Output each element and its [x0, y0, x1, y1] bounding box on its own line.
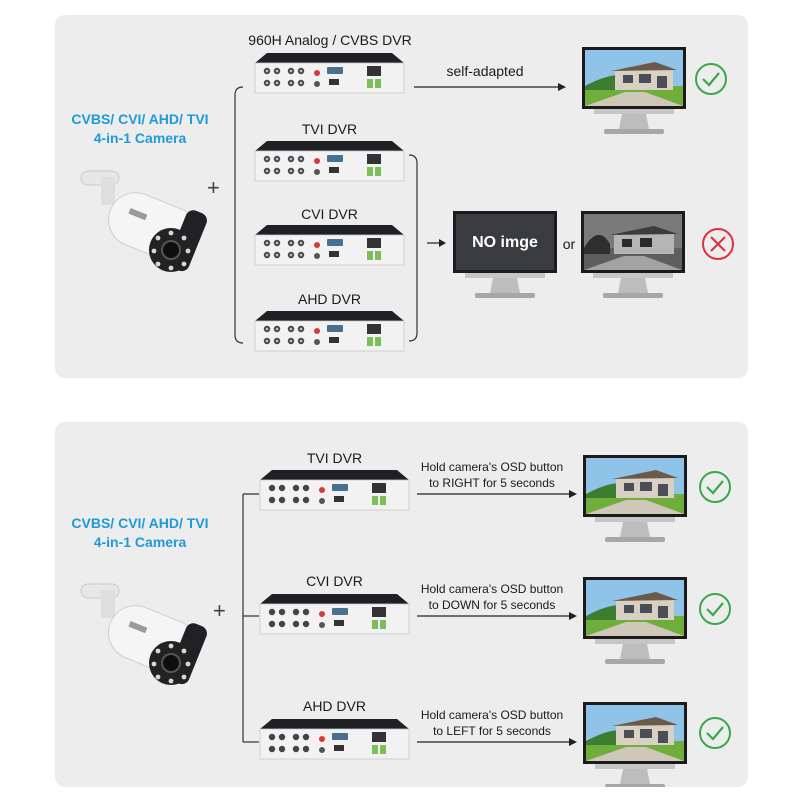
osd-instruction-line: Hold camera's OSD button [420, 460, 564, 474]
camera-type-line: CVBS/ CVI/ AHD/ TVI [71, 111, 209, 127]
dvr-label: AHD DVR [302, 698, 366, 714]
right-bracket [408, 154, 418, 342]
dvr-recorder-icon [259, 469, 410, 511]
dvr-recorder-icon [259, 718, 410, 760]
osd-instruction-line: Hold camera's OSD button [420, 708, 564, 722]
dvr-recorder-icon [254, 224, 405, 266]
no-image-screen [456, 214, 554, 270]
camera-type-label: CVBS/ CVI/ AHD/ TVI 4-in-1 Camera [55, 110, 225, 148]
arrow-head [439, 239, 446, 247]
arrow-head [569, 738, 577, 746]
check-circle-icon [695, 63, 727, 95]
house-image [586, 580, 684, 636]
dvr-recorder-icon [254, 310, 405, 352]
house-image [586, 458, 684, 514]
dvr-recorder-icon [259, 593, 410, 635]
osd-instruction-line: to DOWN for 5 seconds [428, 598, 556, 612]
dvr-recorder-icon [254, 140, 405, 182]
camera-type-line: CVBS/ CVI/ AHD/ TVI [71, 515, 209, 531]
dvr-recorder-icon [254, 52, 405, 94]
osd-instruction-line: to RIGHT for 5 seconds [429, 476, 555, 490]
self-adapted-label: self-adapted [446, 63, 524, 79]
left-bracket [234, 86, 244, 344]
osd-instruction-line: Hold camera's OSD button [420, 582, 564, 596]
house-image [585, 50, 683, 106]
check-circle-icon [699, 593, 731, 625]
grayscale-house-image [584, 214, 682, 270]
bullet-camera-icon [80, 583, 211, 688]
no-image-text: NO imge [472, 234, 538, 251]
arrow-head [558, 83, 566, 91]
check-circle-icon [699, 471, 731, 503]
plus-sign: + [213, 598, 226, 623]
dvr-label: TVI DVR [306, 450, 363, 466]
osd-instruction: Hold camera's OSD button to RIGHT for 5 … [417, 459, 567, 491]
cross-circle-icon [702, 228, 734, 260]
dvr-label: CVI DVR [301, 206, 358, 222]
bottom-diagram-graphics [80, 455, 731, 787]
osd-instruction: Hold camera's OSD button to LEFT for 5 s… [417, 707, 567, 739]
plus-sign: + [207, 175, 220, 200]
top-compatibility-panel: CVBS/ CVI/ AHD/ TVI 4-in-1 Camera + 960H… [55, 15, 748, 378]
house-image [586, 705, 684, 761]
check-circle-icon [699, 717, 731, 749]
or-text: or [562, 236, 576, 252]
bullet-camera-icon [80, 170, 211, 275]
dvr-label: 960H Analog / CVBS DVR [248, 32, 412, 48]
camera-type-line: 4-in-1 Camera [93, 534, 187, 550]
top-diagram-graphics [80, 47, 734, 352]
camera-type-label: CVBS/ CVI/ AHD/ TVI 4-in-1 Camera [55, 514, 225, 552]
camera-type-line: 4-in-1 Camera [93, 130, 187, 146]
arrow-head [569, 490, 577, 498]
dvr-label: CVI DVR [306, 573, 363, 589]
dvr-label: TVI DVR [301, 121, 358, 137]
arrow-head [569, 612, 577, 620]
osd-instruction-line: to LEFT for 5 seconds [433, 724, 551, 738]
bottom-osd-panel: CVBS/ CVI/ AHD/ TVI 4-in-1 Camera + TVI … [55, 422, 748, 787]
osd-instruction: Hold camera's OSD button to DOWN for 5 s… [417, 581, 567, 613]
dvr-label: AHD DVR [297, 291, 361, 307]
